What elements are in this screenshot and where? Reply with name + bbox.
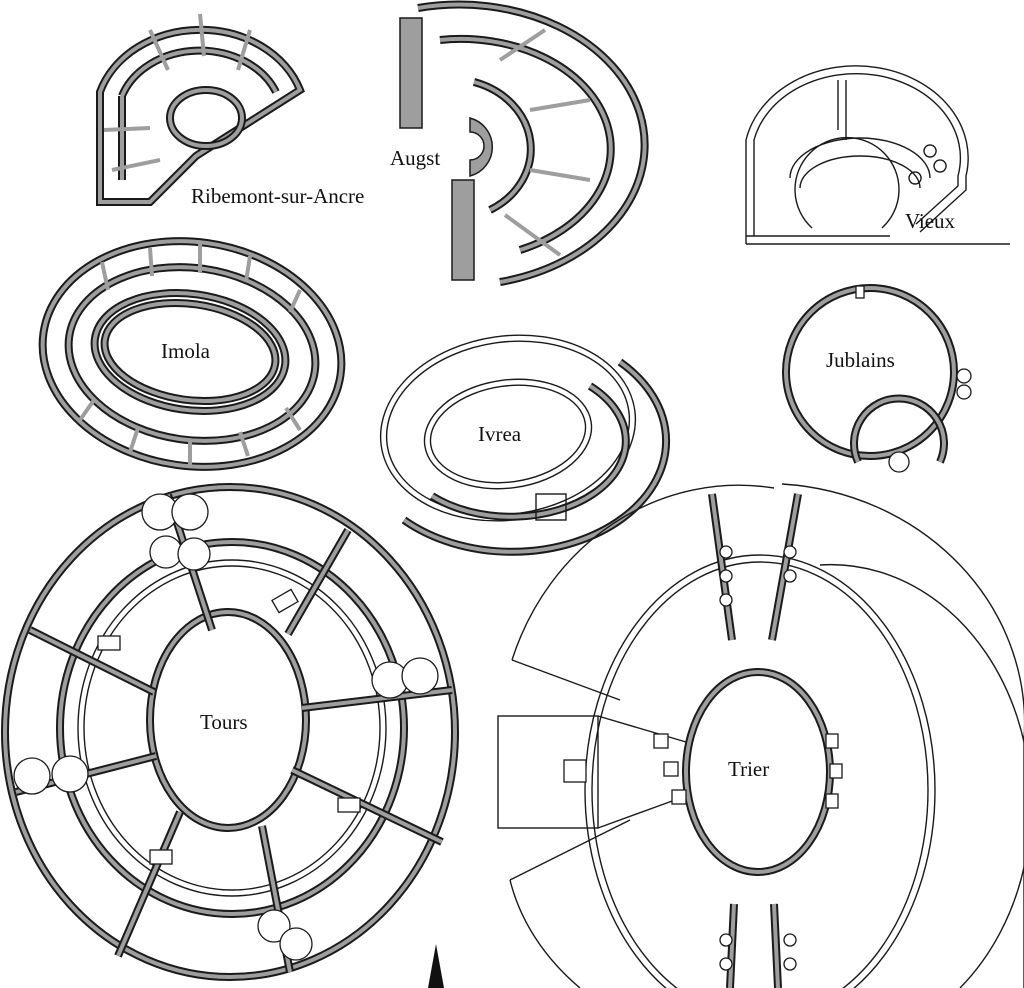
ribemont-plan <box>96 13 305 206</box>
imola-plan <box>38 237 346 471</box>
label-imola: Imola <box>161 339 211 363</box>
label-trier: Trier <box>728 757 769 781</box>
jublains-plan <box>782 284 972 473</box>
north-arrow-icon <box>428 944 444 988</box>
trier-plan <box>497 483 1024 988</box>
label-tours: Tours <box>200 710 248 734</box>
label-augst: Augst <box>390 146 440 170</box>
label-vieux: Vieux <box>905 209 956 233</box>
label-ribemont: Ribemont-sur-Ancre <box>191 184 364 208</box>
vieux-plan <box>745 65 1010 245</box>
label-ivrea: Ivrea <box>478 422 522 446</box>
label-jublains: Jublains <box>826 348 895 372</box>
tours-plan <box>1 483 459 981</box>
augst-plan <box>399 0 649 286</box>
